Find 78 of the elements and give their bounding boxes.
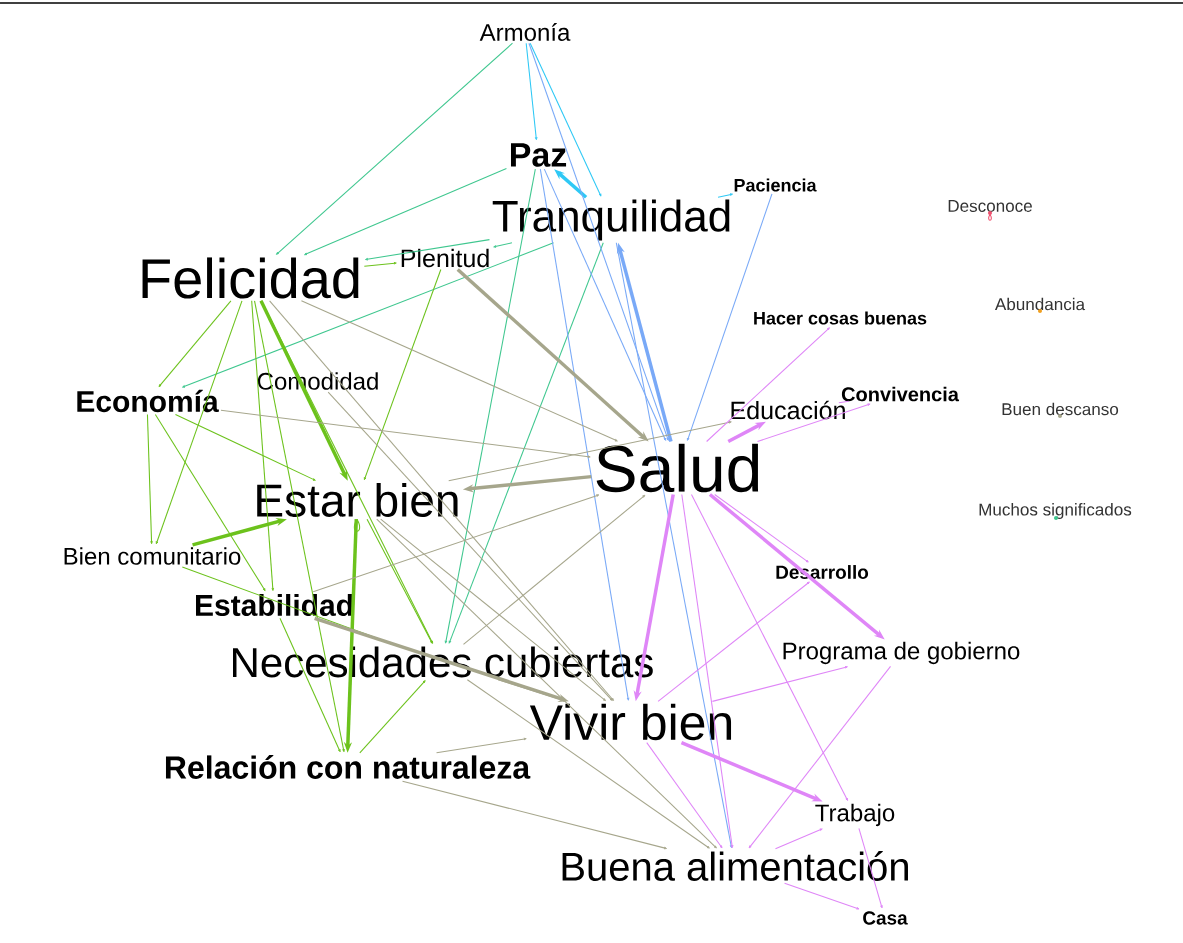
arrow xyxy=(543,168,667,441)
self-loop xyxy=(988,213,992,221)
arrow xyxy=(363,268,442,481)
node-label: Educación xyxy=(731,400,845,420)
arrow xyxy=(706,327,830,443)
node-label: Abundancia xyxy=(994,297,1086,313)
node-label: Buen descanso xyxy=(1002,402,1119,418)
arrow xyxy=(646,742,723,849)
arrow xyxy=(444,168,536,644)
arrow xyxy=(254,300,345,753)
arrow xyxy=(657,581,810,702)
self-loop xyxy=(353,518,361,532)
arrow xyxy=(154,413,266,592)
arrow xyxy=(493,242,513,248)
node-label: Tranquilidad xyxy=(492,199,730,241)
arrow xyxy=(366,518,433,644)
node-label: Desarrollo xyxy=(776,565,869,579)
arrow xyxy=(681,493,734,849)
arrow xyxy=(448,242,604,644)
arrow xyxy=(155,300,243,545)
arrow xyxy=(251,300,275,591)
arrow xyxy=(275,42,513,255)
arrow xyxy=(260,300,434,644)
arrow xyxy=(312,494,600,593)
arrow xyxy=(711,666,848,702)
arrow xyxy=(363,262,397,267)
node-label: Trabajo xyxy=(815,803,895,827)
node-label: Muchos significados xyxy=(979,503,1132,520)
arrow xyxy=(539,168,630,701)
arrow xyxy=(174,413,316,481)
node-label: Relación con naturaleza xyxy=(166,755,531,779)
node-label: Convivencia xyxy=(841,386,960,402)
arrow xyxy=(327,391,613,701)
arrow xyxy=(690,493,849,801)
arrow xyxy=(220,409,591,458)
arrow xyxy=(380,518,606,702)
node-label: Vivir bien xyxy=(529,703,732,741)
arrow xyxy=(182,242,555,388)
arrow xyxy=(466,679,710,849)
arrow xyxy=(717,193,733,198)
edge-line xyxy=(838,400,850,404)
node-label: Buena alimentación xyxy=(562,851,908,881)
arrow xyxy=(146,413,153,545)
arrow xyxy=(300,300,618,442)
arrow xyxy=(615,242,733,849)
arrow xyxy=(365,239,490,261)
node-label: Paciencia xyxy=(734,178,817,192)
arrow xyxy=(279,617,341,753)
arrow xyxy=(529,42,602,197)
arrow xyxy=(158,300,232,388)
node-label: Armonía xyxy=(479,23,571,41)
node-label: Programa de gobierno xyxy=(783,641,1020,665)
arrow xyxy=(756,403,871,443)
node-label: Desconoce xyxy=(948,200,1032,215)
arrow xyxy=(359,680,426,754)
arrow xyxy=(376,518,717,849)
arrow xyxy=(497,679,567,702)
arrow xyxy=(748,665,892,849)
arrow xyxy=(304,167,507,256)
node-label: Bien comunitario xyxy=(64,547,241,565)
node-label: Paz xyxy=(511,143,567,167)
node-label: Salud xyxy=(596,443,759,493)
arrow xyxy=(525,42,538,141)
arrow xyxy=(436,737,527,754)
arrow xyxy=(462,494,646,645)
node-label: Hacer cosas buenas xyxy=(754,311,927,325)
arrow xyxy=(269,300,614,701)
node-label: Felicidad xyxy=(142,257,359,299)
arrow xyxy=(714,493,809,563)
arrow xyxy=(401,780,667,850)
node-label: Plenitud xyxy=(401,248,489,268)
arrow xyxy=(858,827,883,909)
arrow xyxy=(784,882,860,910)
node-label: Casa xyxy=(863,911,908,925)
arrow xyxy=(686,193,773,441)
arrow xyxy=(774,828,823,850)
arrow xyxy=(448,421,732,482)
arrow xyxy=(528,42,669,441)
